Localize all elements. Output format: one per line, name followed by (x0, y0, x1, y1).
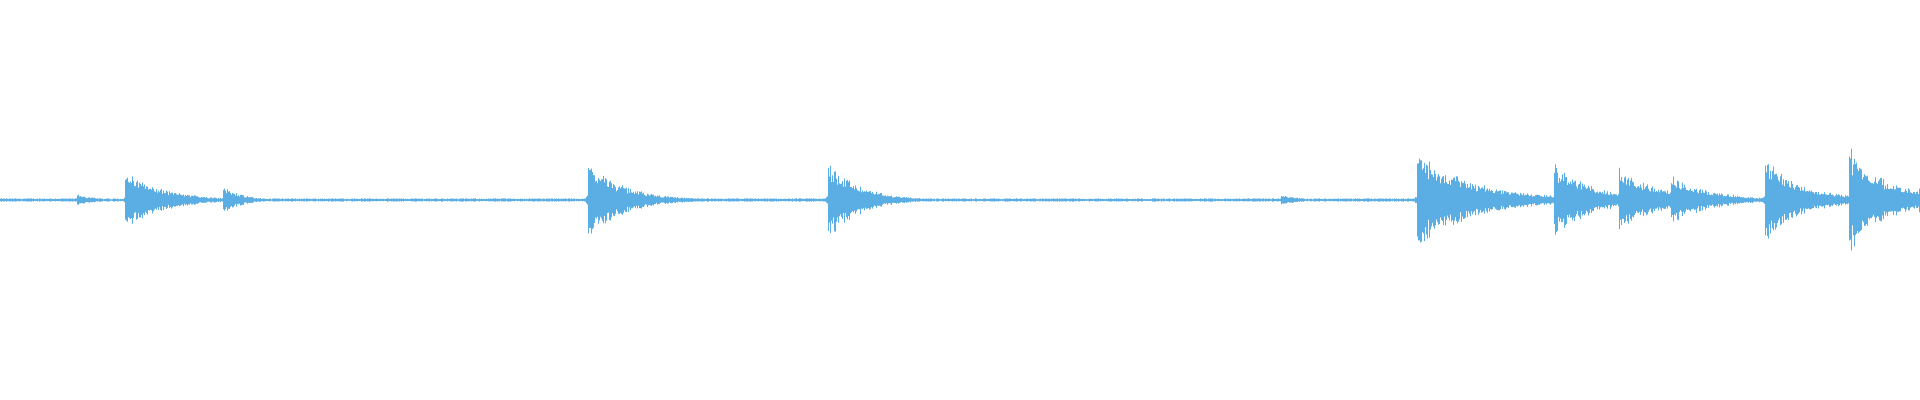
waveform-canvas (0, 0, 1920, 400)
audio-waveform[interactable] (0, 0, 1920, 400)
